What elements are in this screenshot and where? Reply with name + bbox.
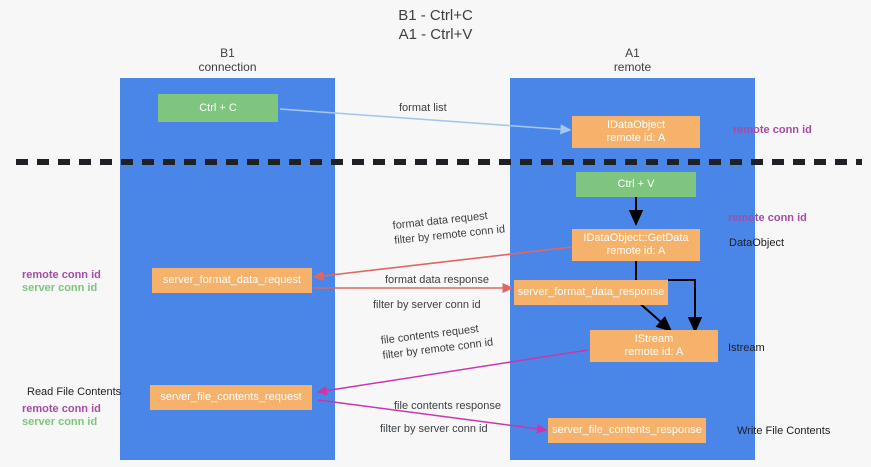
edge-label-file-contents-response-filter: filter by server conn id (380, 422, 488, 436)
edge-label-format-data-response: format data response (385, 274, 489, 286)
edge-label-file-contents-response: file contents response (394, 400, 502, 412)
page-title: B1 - Ctrl+C A1 - Ctrl+V (398, 7, 473, 43)
box-server-file-contents-response[interactable]: server_file_contents_response (548, 418, 706, 443)
annotation-right-remote-conn-id-top: remote conn id (733, 124, 812, 136)
arrow-format-data-request (312, 246, 573, 281)
annotation-dataobject: DataObject (729, 237, 785, 249)
annotation-read-file-contents: Read File Contents (27, 386, 122, 398)
arrow-response-to-istream (668, 279, 703, 333)
filter-prefix: filter by (373, 299, 412, 311)
box-ctrl-c[interactable]: Ctrl + C (158, 94, 278, 122)
box-idataobject-getdata[interactable]: IDataObject::GetData remote id: A (572, 229, 700, 261)
column-header-right: A1 remote (613, 46, 652, 74)
annotation-right-remote-conn-id-mid: remote conn id (728, 212, 807, 224)
annotation-left-remote-conn-id-bottom: remote conn id (22, 403, 101, 415)
edge-label-format-data-response-filter: filter by server conn id (373, 298, 481, 312)
arrow-file-contents-response (317, 399, 548, 434)
box-server-file-contents-request[interactable]: server_file_contents_request (150, 385, 312, 410)
arrow-file-contents-request (316, 349, 589, 396)
annotation-left-remote-conn-id-mid: remote conn id (22, 269, 101, 281)
box-ctrl-v[interactable]: Ctrl + V (576, 172, 696, 197)
arrow-format-list (279, 108, 572, 135)
filter-prefix: filter by (393, 230, 434, 247)
annotation-left-server-conn-id-mid: server conn id (22, 282, 98, 294)
annotation-istream: Istream (728, 342, 765, 354)
edge-label-format-list: format list (399, 102, 447, 114)
annotation-left-server-conn-id-bottom: server conn id (22, 416, 98, 428)
filter-prefix: filter by (380, 423, 419, 435)
column-header-left: B1 connection (198, 46, 257, 74)
box-server-format-data-request[interactable]: server_format_data_request (152, 268, 312, 293)
box-server-format-data-response[interactable]: server_format_data_response (514, 280, 668, 305)
annotation-write-file-contents: Write File Contents (737, 425, 831, 437)
filter-value-server-conn-id: server conn id (418, 423, 488, 435)
box-istream[interactable]: IStream remote id: A (590, 330, 718, 362)
filter-value-server-conn-id: server conn id (411, 299, 481, 311)
box-idataobject[interactable]: IDataObject remote id: A (572, 116, 700, 148)
